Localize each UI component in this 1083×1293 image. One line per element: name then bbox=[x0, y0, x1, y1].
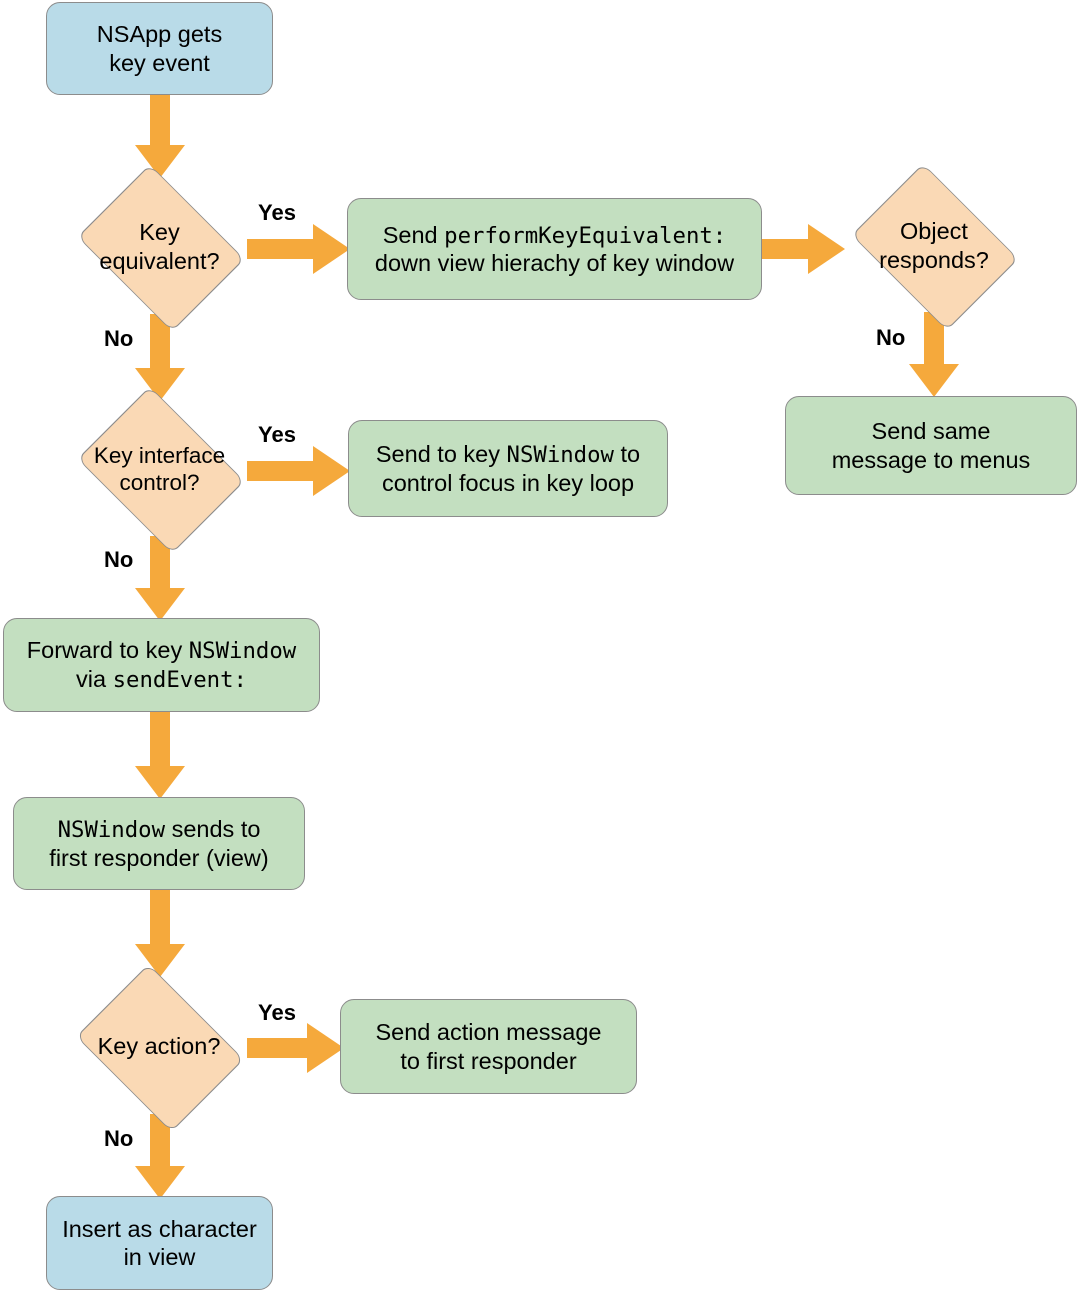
nsapp-line2: key event bbox=[109, 49, 210, 76]
arrow-start-to-key-equivalent bbox=[134, 93, 186, 179]
edge-label-object-responds-no: No bbox=[876, 325, 906, 350]
perform-line1-prefix: Send bbox=[382, 221, 445, 248]
arrow-key-equivalent-no bbox=[134, 314, 186, 402]
sendkey-line1-code: NSWindow bbox=[506, 442, 614, 469]
node-label: Key action? bbox=[97, 1033, 221, 1060]
forward-line1-code: NSWindow bbox=[188, 638, 297, 665]
action-line1: Send action message bbox=[375, 1019, 602, 1046]
node-send-same-message-to-menus[interactable]: Send same message to menus bbox=[785, 396, 1077, 495]
node-label: Object responds? bbox=[879, 218, 989, 273]
node-key-interface-control[interactable]: Key interface control? bbox=[66, 385, 253, 554]
node-insert-as-character[interactable]: Insert as character in view bbox=[46, 1196, 273, 1290]
insert-line2: in view bbox=[123, 1244, 196, 1270]
node-key-action[interactable]: Key action? bbox=[65, 963, 253, 1132]
node-label: Forward to key NSWindow via sendEvent: bbox=[27, 636, 296, 694]
node-label: Send to key NSWindow to control focus in… bbox=[376, 440, 640, 497]
edge-label-key-equivalent-no: No bbox=[104, 326, 134, 351]
nswsends-line2: first responder (view) bbox=[49, 844, 269, 871]
node-key-equivalent[interactable]: Key equivalent? bbox=[66, 163, 253, 332]
sendkey-line1-prefix: Send to key bbox=[375, 441, 507, 468]
forward-line1-prefix: Forward to key bbox=[26, 637, 189, 664]
edge-label-key-equivalent-yes: Yes bbox=[258, 200, 296, 225]
node-label: NSApp gets key event bbox=[97, 20, 222, 76]
node-nsapp-gets-key-event[interactable]: NSApp gets key event bbox=[46, 2, 273, 95]
node-label: Key equivalent? bbox=[99, 219, 220, 274]
node-label: Key interface control? bbox=[93, 442, 226, 495]
perform-line2: down view hierachy of key window bbox=[374, 250, 735, 277]
nswsends-line1-suffix: sends to bbox=[165, 816, 261, 843]
node-label: Insert as character in view bbox=[62, 1215, 257, 1271]
node-label: NSWindow sends to first responder (view) bbox=[49, 815, 268, 872]
sendkey-line2: control focus in key loop bbox=[381, 469, 635, 496]
arrow-forward-to-nswindow-sends bbox=[134, 710, 186, 800]
arrow-key-interface-control-no bbox=[134, 536, 186, 622]
node-label: Send action message to first responder bbox=[375, 1018, 601, 1074]
perform-line1-code: performKeyEquivalent: bbox=[444, 222, 727, 249]
node-send-action-message[interactable]: Send action message to first responder bbox=[340, 999, 637, 1094]
node-label: Send performKeyEquivalent: down view hie… bbox=[375, 221, 734, 278]
node-send-to-key-nswindow[interactable]: Send to key NSWindow to control focus in… bbox=[348, 420, 668, 517]
node-label: Send same message to menus bbox=[832, 417, 1031, 473]
arrow-key-action-yes bbox=[247, 1022, 345, 1074]
menus-line2: message to menus bbox=[831, 446, 1031, 473]
arrow-object-responds-no bbox=[908, 312, 960, 398]
nswsends-line1-code: NSWindow bbox=[57, 817, 166, 844]
arrow-key-equivalent-yes bbox=[247, 223, 351, 275]
nsapp-line1: NSApp gets bbox=[96, 21, 223, 48]
forward-line2-code: sendEvent: bbox=[112, 667, 247, 693]
node-send-perform-key-equivalent[interactable]: Send performKeyEquivalent: down view hie… bbox=[347, 198, 762, 300]
sendkey-line1-suffix: to bbox=[613, 441, 641, 468]
forward-line2-prefix: via bbox=[76, 666, 113, 692]
arrow-perform-to-object-responds bbox=[758, 223, 846, 275]
edge-label-key-interface-control-no: No bbox=[104, 547, 134, 572]
node-forward-to-key-nswindow[interactable]: Forward to key NSWindow via sendEvent: bbox=[3, 618, 320, 712]
insert-line1: Insert as character bbox=[62, 1215, 257, 1242]
node-nswindow-sends-to-first-responder[interactable]: NSWindow sends to first responder (view) bbox=[13, 797, 305, 890]
arrow-key-interface-control-yes bbox=[247, 445, 351, 497]
menus-line1: Send same bbox=[871, 418, 991, 445]
edge-label-key-interface-control-yes: Yes bbox=[258, 422, 296, 447]
arrow-key-action-no bbox=[134, 1114, 186, 1200]
action-line2: to first responder bbox=[400, 1047, 577, 1074]
node-object-responds[interactable]: Object responds? bbox=[840, 162, 1028, 331]
arrow-nswindow-sends-to-key-action bbox=[134, 888, 186, 978]
edge-label-key-action-no: No bbox=[104, 1126, 134, 1151]
edge-label-key-action-yes: Yes bbox=[258, 1000, 296, 1025]
